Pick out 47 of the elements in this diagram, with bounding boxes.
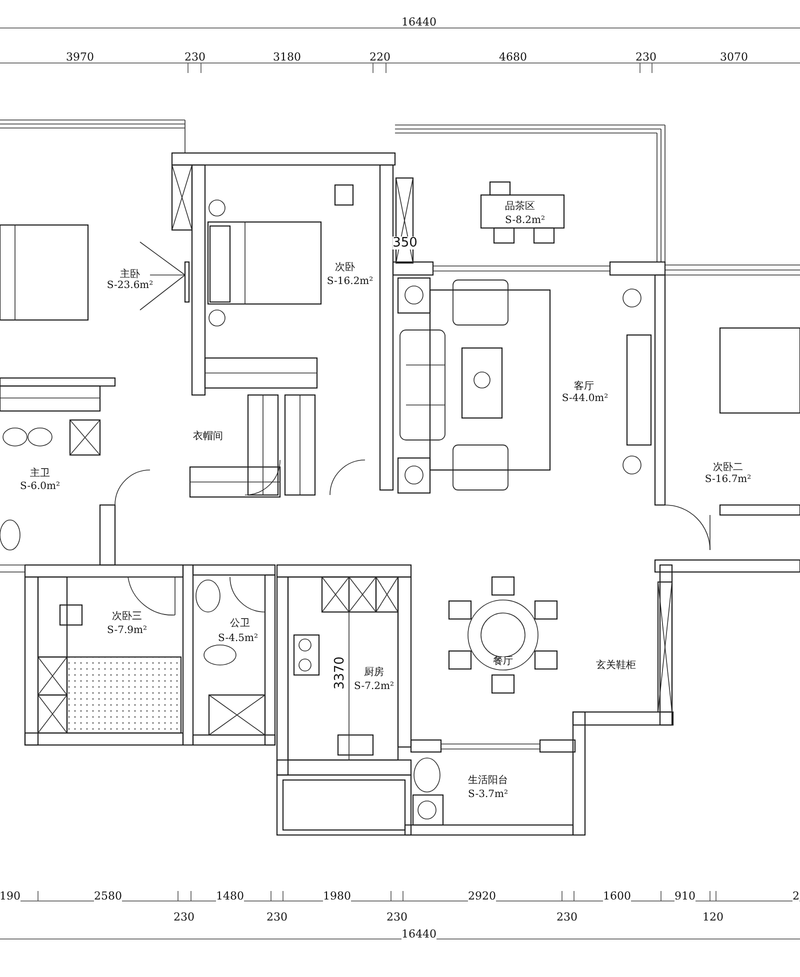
area-label: S-44.0m²	[562, 394, 608, 404]
dimension-label: 230	[556, 912, 578, 922]
room-label: 厨房	[364, 668, 384, 678]
room-label: 衣帽间	[193, 432, 223, 442]
room-label: 主卧	[120, 270, 140, 280]
dimension-label: 230	[184, 52, 206, 62]
area-label: S-8.2m²	[505, 216, 545, 226]
dimension-label: 230	[266, 912, 288, 922]
area-label: S-7.9m²	[107, 626, 147, 636]
dimension-label: 3370	[334, 656, 346, 690]
dimension-label: 1980	[323, 890, 351, 902]
dimension-label: 16440	[402, 16, 436, 28]
room-label: 次卧三	[112, 612, 142, 622]
room-label: 客厅	[574, 382, 594, 392]
dimension-label: 190	[0, 890, 20, 902]
room-label: 次卧	[335, 263, 355, 273]
dimension-label: 3180	[273, 52, 301, 62]
room-label: 公卫	[230, 619, 250, 629]
area-label: S-16.2m²	[326, 277, 374, 287]
dimension-label: 3070	[720, 52, 748, 62]
dimension-label: 350	[392, 236, 418, 250]
dimension-label: 2580	[94, 890, 122, 902]
dimension-label: 1480	[216, 890, 244, 902]
room-label: 生活阳台	[468, 776, 508, 786]
dimension-label: 220	[370, 52, 390, 62]
area-label: S-7.2m²	[354, 682, 394, 692]
room-label: 玄关鞋柜	[596, 661, 636, 671]
room-label: 主卫	[30, 469, 50, 479]
dimension-label: 910	[674, 890, 696, 902]
area-label: S-4.5m²	[218, 634, 258, 644]
dimension-label: 2	[792, 890, 800, 902]
area-label: S-16.7m²	[704, 475, 752, 485]
dimension-label: 2920	[468, 890, 496, 902]
area-label: S-3.7m²	[468, 790, 508, 800]
dimension-label: 3970	[66, 52, 94, 62]
area-label: S-23.6m²	[106, 281, 154, 291]
dimension-label: 230	[636, 52, 656, 62]
dimension-label: 230	[386, 912, 408, 922]
dimension-label: 16440	[402, 928, 436, 940]
area-label: S-6.0m²	[20, 482, 60, 492]
dimension-label: 120	[702, 912, 724, 922]
room-label: 品茶区	[505, 202, 535, 212]
dimension-label: 1600	[603, 890, 631, 902]
dimension-label: 230	[174, 912, 194, 922]
dimension-label: 4680	[499, 52, 527, 62]
room-label: 餐厅	[493, 657, 513, 667]
room-label: 次卧二	[713, 463, 743, 473]
